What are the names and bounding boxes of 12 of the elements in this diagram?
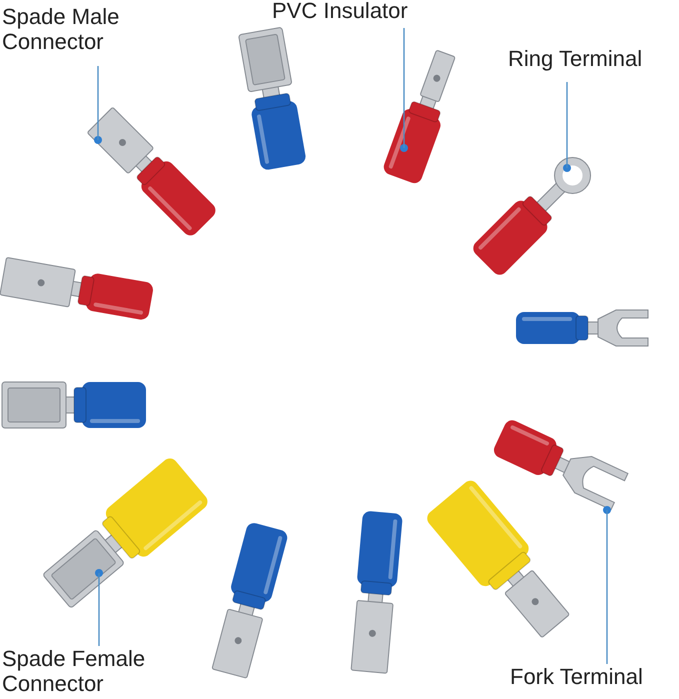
callout-label: Ring Terminal <box>508 46 678 71</box>
leader-line <box>97 66 99 140</box>
leader-line <box>606 510 608 664</box>
terminal-drawing <box>382 50 456 186</box>
callout-label: Spade Female Connector <box>2 646 202 696</box>
callout-label: Spade Male Connector <box>2 4 152 54</box>
leader-line <box>98 573 100 646</box>
callout-label: Fork Terminal <box>510 664 679 689</box>
leader-line <box>403 28 405 148</box>
callout-label: PVC Insulator <box>272 0 442 23</box>
terminal-drawing <box>491 418 628 514</box>
leader-line <box>566 82 568 168</box>
